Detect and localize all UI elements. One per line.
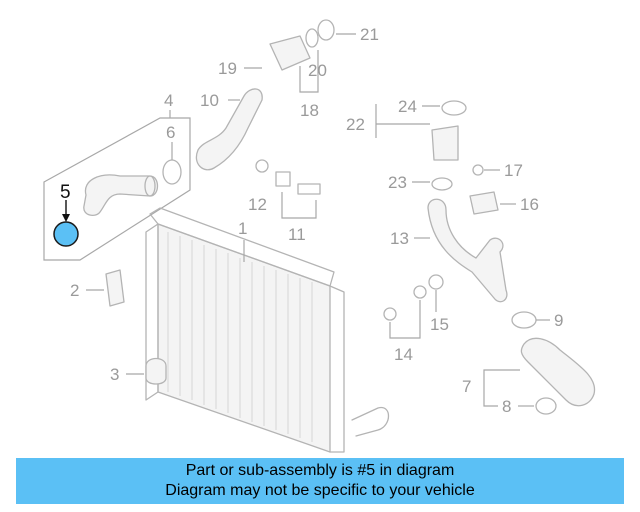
callout-16: 16 (520, 195, 539, 214)
callout-20: 20 (308, 61, 327, 80)
bracket-part-2 (105, 269, 125, 307)
bracket-22 (375, 104, 430, 138)
washer-part-15 (428, 274, 444, 290)
pipe-part-10 (195, 88, 263, 171)
bolt-part-11a (275, 171, 291, 187)
sensor-part-16 (469, 191, 499, 215)
hose-part-4 (83, 174, 159, 217)
info-banner: Part or sub-assembly is #5 in diagram Di… (16, 458, 624, 504)
leader-5-arrow (62, 214, 70, 222)
bracket-11 (281, 192, 317, 219)
callout-4: 4 (164, 91, 173, 110)
callout-10: 10 (200, 91, 219, 110)
bolt-part-14a (383, 307, 397, 321)
clamp-part-9 (511, 311, 537, 329)
seal-part-5-highlighted (53, 221, 79, 247)
clamp-part-20 (305, 28, 319, 48)
bracket-14 (389, 300, 421, 339)
callout-21: 21 (360, 25, 379, 44)
bolt-part-17 (472, 164, 484, 176)
intercooler-part-1 (145, 207, 390, 453)
grommet-part-3 (145, 357, 167, 385)
nut-part-14b (413, 285, 427, 299)
callout-18: 18 (300, 101, 319, 120)
callout-2: 2 (70, 281, 79, 300)
hose-end-4 (144, 175, 156, 197)
banner-line-disclaimer: Diagram may not be specific to your vehi… (165, 482, 475, 499)
hose-part-22 (431, 125, 459, 161)
callout-7: 7 (462, 377, 471, 396)
callout-12: 12 (248, 195, 267, 214)
callout-14: 14 (394, 345, 413, 364)
callout-23: 23 (388, 173, 407, 192)
callout-15: 15 (430, 315, 449, 334)
hose-part-7 (520, 337, 596, 407)
bracket-18 (299, 50, 319, 93)
hose-part-19 (269, 35, 311, 71)
nut-part-12 (255, 159, 269, 173)
clamp-part-8 (535, 397, 557, 415)
callout-17: 17 (504, 161, 523, 180)
ring-part-21 (317, 19, 335, 41)
callout-11: 11 (288, 225, 306, 244)
ring-part-24 (441, 100, 467, 116)
callout-8: 8 (502, 397, 511, 416)
bracket-7 (483, 369, 520, 407)
callout-24: 24 (398, 97, 417, 116)
callout-13: 13 (390, 229, 409, 248)
callout-3: 3 (110, 365, 119, 384)
group-bracket-4 (43, 117, 191, 261)
callout-5-highlighted: 5 (60, 182, 71, 203)
clamp-part-6 (162, 159, 182, 185)
bolt-part-11b (297, 183, 321, 195)
callout-19: 19 (218, 59, 237, 78)
clamp-part-23 (431, 177, 453, 191)
callout-9: 9 (554, 311, 563, 330)
callout-6: 6 (166, 123, 175, 142)
pipe-part-13 (427, 198, 508, 303)
callout-22: 22 (346, 115, 365, 134)
callout-1: 1 (238, 219, 247, 238)
banner-line-part-number: Part or sub-assembly is #5 in diagram (185, 462, 455, 479)
